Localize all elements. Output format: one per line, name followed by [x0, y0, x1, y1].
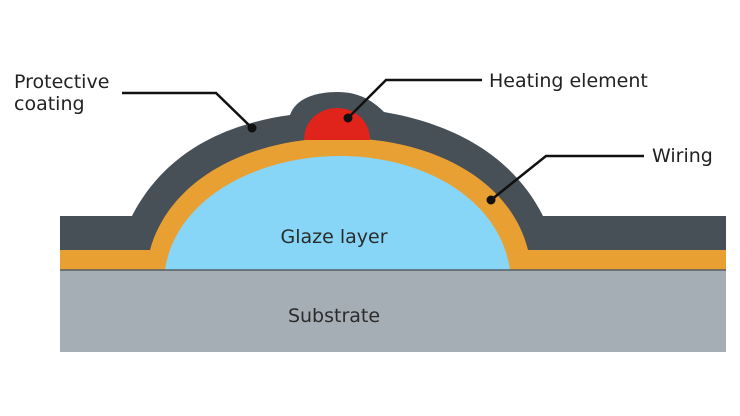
- substrate-layer: [60, 270, 726, 352]
- protective-coating-label: Protective coating: [14, 71, 109, 115]
- glaze-layer: [165, 156, 510, 270]
- glaze-layer-label: Glaze layer: [280, 226, 388, 248]
- heating-element-label: Heating element: [489, 70, 648, 92]
- heating-element-pointer-dot: [343, 113, 353, 123]
- protective-coating-pointer-dot: [247, 123, 257, 133]
- heating-element-shape: [304, 108, 370, 140]
- protective-coating-leader: [122, 91, 253, 129]
- protective-coating-label-line1: Protective: [14, 71, 110, 93]
- wiring-label: Wiring: [652, 145, 713, 167]
- protective-coating-label-line2: coating: [14, 93, 85, 115]
- substrate-label: Substrate: [287, 305, 381, 327]
- heating-element-leader: [347, 78, 482, 119]
- wiring-pointer-dot: [486, 195, 496, 205]
- wiring-leader: [490, 154, 644, 201]
